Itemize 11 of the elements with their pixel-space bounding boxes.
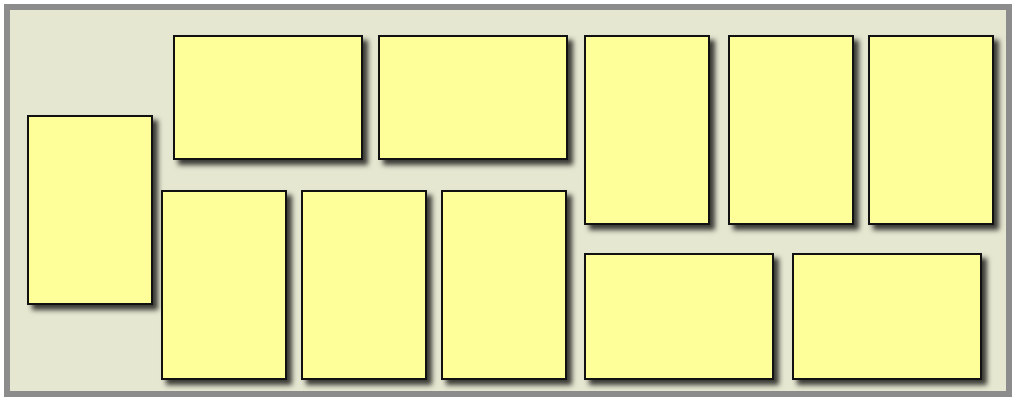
box	[173, 35, 363, 160]
box	[584, 253, 774, 380]
box	[27, 115, 153, 305]
box	[378, 35, 568, 160]
box	[584, 35, 710, 225]
box	[728, 35, 854, 225]
box	[301, 190, 427, 380]
box	[441, 190, 567, 380]
box	[868, 35, 994, 225]
box	[792, 253, 982, 380]
box	[161, 190, 287, 380]
